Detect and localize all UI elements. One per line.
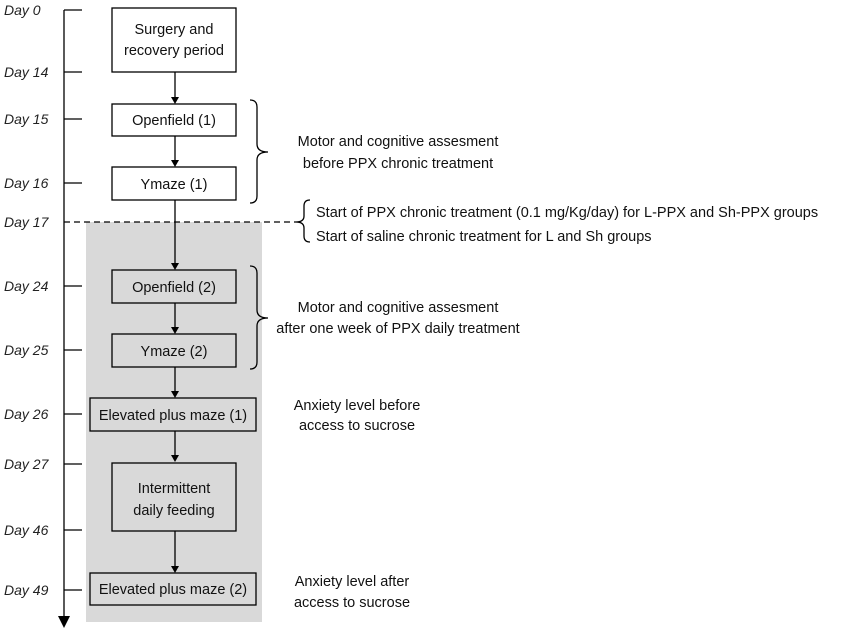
day-label: Day 27 (4, 456, 50, 472)
epm-1-label: Elevated plus maze (1) (99, 408, 247, 424)
day-label: Day 24 (4, 278, 49, 294)
ymaze-2-label: Ymaze (2) (141, 344, 208, 360)
anxiety-1-note-line1: Anxiety level before (294, 398, 421, 414)
assessment-2-note-line2: after one week of PPX daily treatment (276, 321, 519, 337)
flow-arrows (171, 72, 179, 573)
openfield-1-box (111, 103, 237, 137)
day-label: Day 14 (4, 64, 49, 80)
day-label: Day 15 (4, 111, 49, 127)
surgery-label-line1: Surgery and (135, 22, 214, 38)
assessment-1-note-line1: Motor and cognitive assesment (298, 134, 499, 150)
anxiety-2-note-line2: access to sucrose (294, 595, 410, 611)
feeding-label-line1: Intermittent (138, 481, 211, 497)
day-label: Day 26 (4, 406, 49, 422)
day-label: Day 49 (4, 582, 49, 598)
day-label: Day 17 (4, 214, 50, 230)
assessment-2-bracket (249, 265, 269, 370)
assessment-1-note-line2: before PPX chronic treatment (303, 156, 493, 172)
day-label: Day 0 (4, 2, 41, 18)
assessment-1-bracket (249, 99, 269, 204)
treatment-note-line1: Start of PPX chronic treatment (0.1 mg/K… (316, 205, 818, 221)
day-label: Day 25 (4, 342, 49, 358)
anxiety-1-note-line2: access to sucrose (299, 418, 415, 434)
surgery-box (111, 7, 237, 73)
anxiety-2-note-line1: Anxiety level after (295, 574, 410, 590)
day-label: Day 46 (4, 522, 49, 538)
treatment-bracket (295, 199, 311, 243)
ymaze-2-box (111, 333, 237, 368)
day-label: Day 16 (4, 175, 49, 191)
timeline-arrowhead (58, 616, 70, 628)
ymaze-1-box (111, 166, 237, 201)
surgery-label-line2: recovery period (124, 43, 224, 59)
epm-2-label: Elevated plus maze (2) (99, 582, 247, 598)
feeding-box (111, 462, 237, 532)
openfield-2-box (111, 269, 237, 304)
ymaze-1-label: Ymaze (1) (141, 177, 208, 193)
treatment-note-line2: Start of saline chronic treatment for L … (316, 229, 652, 245)
openfield-2-label: Openfield (2) (132, 280, 216, 296)
feeding-label-line2: daily feeding (133, 503, 214, 519)
openfield-1-label: Openfield (1) (132, 113, 216, 129)
epm-1-box (89, 397, 257, 432)
assessment-2-note-line1: Motor and cognitive assesment (298, 300, 499, 316)
epm-2-box (89, 572, 257, 606)
